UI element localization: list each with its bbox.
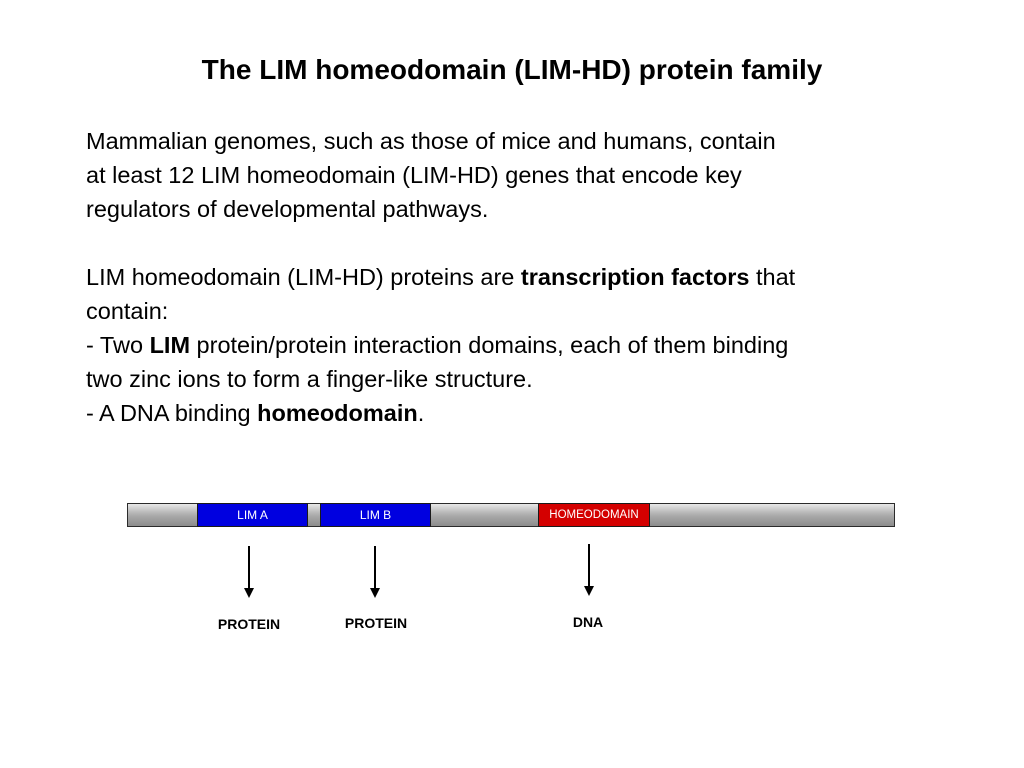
- bullet-homeodomain-prefix: - A DNA binding: [86, 400, 258, 426]
- down-arrow-icon: [244, 546, 254, 598]
- paragraph-proteins: LIM homeodomain (LIM-HD) proteins are tr…: [86, 260, 945, 430]
- intro-prefix: LIM homeodomain (LIM-HD) proteins are: [86, 264, 521, 290]
- lim-term: LIM: [149, 332, 191, 358]
- down-arrow-icon: [370, 546, 380, 598]
- bullet-homeodomain: - A DNA binding homeodomain.: [86, 396, 945, 430]
- homeodomain-term: homeodomain: [257, 400, 418, 426]
- down-arrow-icon: [584, 544, 594, 596]
- bullet-lim-suffix: protein/protein interaction domains, eac…: [190, 332, 789, 358]
- body-text: Mammalian genomes, such as those of mice…: [86, 124, 945, 430]
- protein-bar: LIM A LIM B HOMEODOMAIN: [127, 503, 895, 527]
- bullet-lim-line-2: two zinc ions to form a finger-like stru…: [86, 366, 533, 392]
- bullet-homeodomain-suffix: .: [417, 400, 425, 426]
- paragraph-proteins-line-2: contain:: [86, 298, 169, 324]
- paragraph-genomes-line-2: at least 12 LIM homeodomain (LIM-HD) gen…: [86, 162, 742, 188]
- paragraph-proteins-line-1: LIM homeodomain (LIM-HD) proteins are tr…: [86, 260, 945, 294]
- bullet-lim-line-1: - Two LIM protein/protein interaction do…: [86, 328, 945, 362]
- paragraph-genomes-line-3: regulators of developmental pathways.: [86, 196, 489, 222]
- transcription-factors-term: transcription factors: [520, 264, 750, 290]
- target-label-dna: DNA: [572, 614, 604, 630]
- intro-suffix: that: [749, 264, 796, 290]
- bullet-lim-prefix: - Two: [86, 332, 150, 358]
- paragraph-genomes: Mammalian genomes, such as those of mice…: [86, 124, 945, 226]
- slide-title: The LIM homeodomain (LIM-HD) protein fam…: [201, 54, 823, 85]
- lim-a-domain: LIM A: [197, 503, 308, 527]
- target-label-protein-1: PROTEIN: [217, 616, 281, 632]
- lim-b-domain: LIM B: [320, 503, 431, 527]
- homeodomain-domain: HOMEODOMAIN: [538, 503, 650, 527]
- paragraph-genomes-line-1: Mammalian genomes, such as those of mice…: [86, 128, 776, 154]
- target-label-protein-2: PROTEIN: [344, 615, 408, 631]
